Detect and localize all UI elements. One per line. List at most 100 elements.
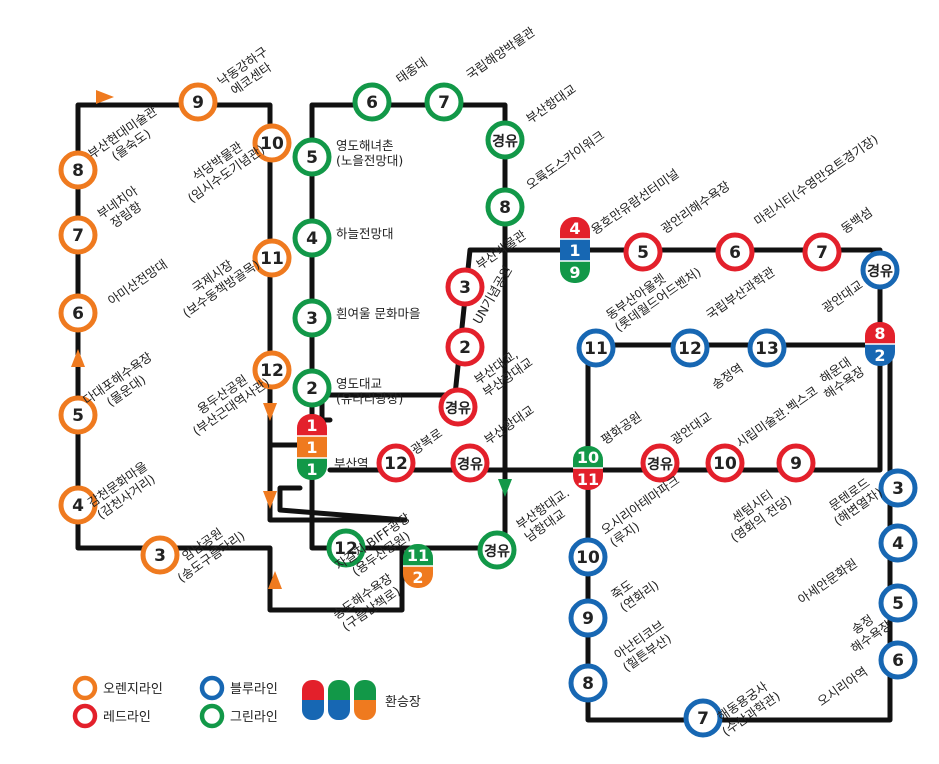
- station-g2[interactable]: 2: [292, 368, 332, 408]
- station-label-b6: 오시리아역: [815, 664, 871, 709]
- legend-transfer-icon: [328, 680, 350, 720]
- transfer-number: 2: [412, 568, 423, 587]
- station-label-b10: 오시리아테마파크(루지): [598, 472, 691, 549]
- station-g7[interactable]: 7: [424, 82, 464, 122]
- station-o4[interactable]: 4: [58, 485, 98, 525]
- station-marker-icon: [878, 640, 918, 680]
- station-marker-icon: [485, 187, 525, 227]
- station-label-g8-line: 오륙도스카이워크: [523, 127, 607, 192]
- transfer-segment: [403, 544, 433, 566]
- station-number: 13: [755, 339, 779, 359]
- station-r2[interactable]: 2: [445, 327, 485, 367]
- station-number: 3: [306, 309, 318, 329]
- station-b12[interactable]: 12: [670, 328, 710, 368]
- station-b9[interactable]: 9: [568, 598, 608, 638]
- station-r6[interactable]: 6: [715, 232, 755, 272]
- station-b7[interactable]: 7: [683, 698, 723, 738]
- station-g4[interactable]: 4: [292, 218, 332, 258]
- transfer-segment: [297, 436, 327, 458]
- station-g8[interactable]: 8: [485, 187, 525, 227]
- station-marker-icon: [424, 82, 464, 122]
- station-o12[interactable]: 12: [252, 350, 292, 390]
- station-marker-icon: [140, 535, 180, 575]
- transfer-number: 2: [874, 346, 885, 365]
- station-b8[interactable]: 8: [568, 663, 608, 703]
- station-number: 12: [678, 339, 702, 359]
- legend-item-red: 레드라인: [72, 703, 151, 729]
- station-b11[interactable]: 11: [576, 328, 616, 368]
- station-marker-icon: [438, 387, 478, 427]
- station-marker-icon: [878, 523, 918, 563]
- station-o6[interactable]: 6: [58, 293, 98, 333]
- station-g12[interactable]: 12: [326, 528, 366, 568]
- station-r5[interactable]: 5: [623, 232, 663, 272]
- station-o9[interactable]: 9: [178, 82, 218, 122]
- transfer-jagalchi[interactable]: 112: [403, 544, 433, 588]
- station-number: 3: [459, 278, 471, 298]
- station-number: 6: [366, 93, 378, 113]
- station-o11[interactable]: 11: [252, 238, 292, 278]
- station-number: 9: [582, 609, 594, 629]
- station-marker-icon: [58, 395, 98, 435]
- station-marker-icon: [352, 82, 392, 122]
- legend-marker-icon: [199, 703, 225, 729]
- station-b5[interactable]: 5: [878, 583, 918, 623]
- station-r12[interactable]: 12: [376, 443, 416, 483]
- station-gc1[interactable]: 경유: [485, 120, 525, 160]
- station-marker-icon: [705, 443, 745, 483]
- station-number: 10: [260, 134, 284, 154]
- station-label-g4-line: 하늘전망대: [336, 226, 394, 241]
- station-label-gc1-line: 부산항대교: [523, 81, 579, 126]
- transfer-segment: [297, 458, 327, 480]
- transfer-segment: [560, 217, 590, 239]
- station-r10[interactable]: 10: [705, 443, 745, 483]
- station-r9[interactable]: 9: [776, 443, 816, 483]
- station-g6[interactable]: 6: [352, 82, 392, 122]
- transfer-haeundae[interactable]: 82: [865, 322, 895, 366]
- station-b10[interactable]: 10: [568, 537, 608, 577]
- transfer-ferry-terminal[interactable]: 419: [560, 217, 590, 283]
- station-marker-icon: [450, 443, 490, 483]
- direction-arrow-icon: [498, 479, 512, 497]
- station-rc2[interactable]: 경유: [450, 443, 490, 483]
- station-r7[interactable]: 7: [802, 232, 842, 272]
- station-marker-icon: [292, 368, 332, 408]
- station-o3[interactable]: 3: [140, 535, 180, 575]
- station-number: 10: [713, 454, 737, 474]
- station-bc1[interactable]: 경유: [860, 250, 900, 290]
- station-o5[interactable]: 5: [58, 395, 98, 435]
- station-rc1[interactable]: 경유: [438, 387, 478, 427]
- direction-arrows: [71, 90, 512, 589]
- station-gc2[interactable]: 경유: [477, 530, 517, 570]
- station-g5[interactable]: 5: [292, 137, 332, 177]
- station-marker-icon: [576, 328, 616, 368]
- direction-arrow-icon: [268, 571, 282, 589]
- station-o7[interactable]: 7: [58, 215, 98, 255]
- station-o10[interactable]: 10: [252, 123, 292, 163]
- station-marker-icon: [776, 443, 816, 483]
- station-b13[interactable]: 13: [747, 328, 787, 368]
- transfer-label-haeundae: 해운대해수욕장: [812, 351, 867, 402]
- station-number: 6: [892, 651, 904, 671]
- station-label-b3: 문텐로드(해변열차): [822, 472, 885, 529]
- station-b6[interactable]: 6: [878, 640, 918, 680]
- transfer-segment: [573, 468, 603, 490]
- station-number: 9: [790, 454, 802, 474]
- transfer-segment: [560, 261, 590, 283]
- station-o8[interactable]: 8: [58, 150, 98, 190]
- station-b4[interactable]: 4: [878, 523, 918, 563]
- station-r3[interactable]: 3: [445, 267, 485, 307]
- station-marker-icon: [683, 698, 723, 738]
- station-number: 10: [576, 548, 600, 568]
- station-g3[interactable]: 3: [292, 298, 332, 338]
- legend-label: 오렌지라인: [103, 682, 163, 697]
- station-marker-icon: [252, 350, 292, 390]
- station-rc3[interactable]: 경유: [640, 443, 680, 483]
- transfer-busan-station[interactable]: 111: [297, 414, 327, 480]
- station-label-b13: 송정역: [709, 360, 746, 392]
- station-marker-icon: [326, 528, 366, 568]
- station-b3[interactable]: 3: [878, 468, 918, 508]
